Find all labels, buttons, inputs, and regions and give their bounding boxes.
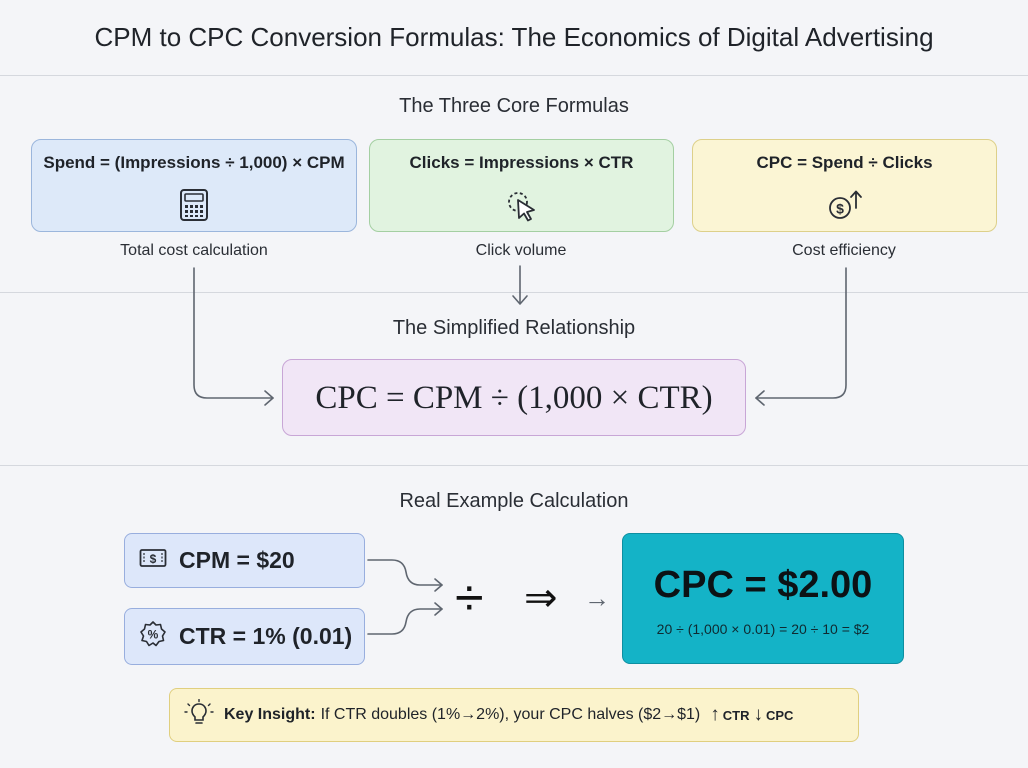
svg-text:$: $ xyxy=(836,201,844,217)
insight-label: Key Insight: xyxy=(224,706,316,723)
svg-text:%: % xyxy=(148,628,159,642)
insight-cpc: CPC xyxy=(765,707,794,723)
caption-spend: Total cost calculation xyxy=(120,242,268,259)
divide-symbol: ÷ xyxy=(455,569,484,627)
cursor-click-icon xyxy=(504,188,540,227)
formula-card-cpc: CPC = Spend ÷ Clicks $ xyxy=(692,139,997,232)
divider-bottom xyxy=(0,465,1028,466)
percent-badge-icon: % xyxy=(139,620,167,653)
section-title-example: Real Example Calculation xyxy=(399,490,629,512)
formula-card-spend: Spend = (Impressions ÷ 1,000) × CPM xyxy=(31,139,357,232)
key-insight: Key Insight: If CTR doubles (1%→2%), you… xyxy=(169,688,859,742)
result-value: CPC = $2.00 xyxy=(653,564,873,606)
section-title-simplified: The Simplified Relationship xyxy=(392,317,636,339)
result-calculation: 20 ÷ (1,000 × 0.01) = 20 ÷ 10 = $2 xyxy=(656,621,870,637)
caption-clicks: Click volume xyxy=(475,242,567,259)
result-box: CPC = $2.00 20 ÷ (1,000 × 0.01) = 20 ÷ 1… xyxy=(622,533,904,664)
formula-spend: Spend = (Impressions ÷ 1,000) × CPM xyxy=(43,153,345,172)
divider-middle xyxy=(0,292,1028,293)
svg-text:$: $ xyxy=(150,552,157,566)
up-arrow-icon: ↑ xyxy=(710,704,720,725)
ctr-value: CTR = 1% (0.01) xyxy=(179,623,353,649)
money-icon: $ xyxy=(139,548,167,573)
insight-ctr: CTR xyxy=(722,707,750,723)
divider-top xyxy=(0,75,1028,76)
dollar-up-icon: $ xyxy=(827,188,863,227)
cpm-value: CPM = $20 xyxy=(179,547,295,573)
simplified-formula: CPC = CPM ÷ (1,000 × CTR) xyxy=(282,359,746,436)
caption-cpc: Cost efficiency xyxy=(792,242,896,259)
result-arrow: → xyxy=(584,583,610,613)
lightbulb-icon xyxy=(184,698,214,732)
page-title: CPM to CPC Conversion Formulas: The Econ… xyxy=(94,22,934,52)
ctr-input: % CTR = 1% (0.01) xyxy=(124,608,365,665)
calculator-icon xyxy=(179,188,209,227)
formula-cpc: CPC = Spend ÷ Clicks xyxy=(756,153,933,172)
implies-symbol: ⇒ xyxy=(524,576,558,620)
cpm-input: $ CPM = $20 xyxy=(124,533,365,588)
formula-card-clicks: Clicks = Impressions × CTR xyxy=(369,139,674,232)
section-title-core: The Three Core Formulas xyxy=(399,95,629,117)
down-arrow-icon: ↓ xyxy=(753,704,763,725)
formula-clicks: Clicks = Impressions × CTR xyxy=(409,153,634,172)
insight-text: If CTR doubles (1%→2%), your CPC halves … xyxy=(320,706,701,723)
